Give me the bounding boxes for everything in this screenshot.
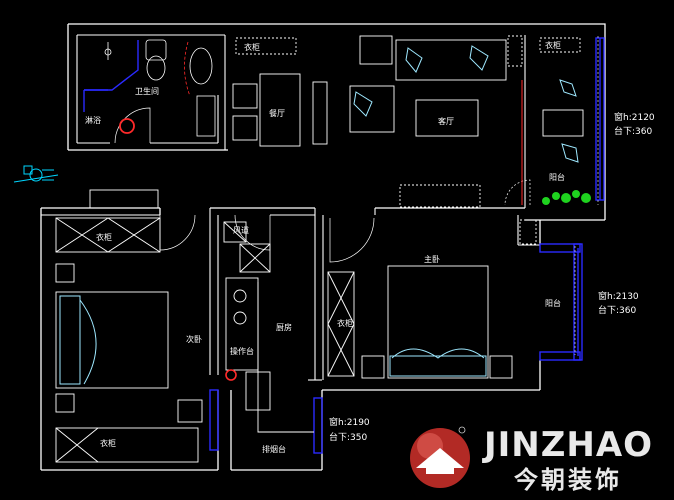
plants (542, 190, 591, 205)
label-bathroom: 卫生间 (135, 86, 159, 96)
balcony-dashes (574, 36, 599, 355)
sill-height-bottom: 台下:350 (329, 431, 367, 443)
interior-walls (41, 34, 540, 381)
label-second-bedroom: 次卧 (186, 334, 202, 344)
top-balcony-furniture (539, 37, 584, 137)
window-note-bottom: 窗h:2190 台下:350 (329, 416, 370, 443)
label-cabinet-top: 衣柜 (244, 42, 260, 52)
label-dining: 餐厅 (269, 109, 285, 118)
label-master-bedroom: 主卧 (424, 254, 440, 264)
master-bedroom-furniture (327, 219, 537, 379)
label-kitchen: 厨房 (276, 322, 292, 332)
label-second-wardrobe: 衣柜 (100, 438, 116, 448)
second-bedroom-furniture (55, 189, 203, 463)
window-note-top-right: 窗h:2120 台下:360 (614, 111, 655, 137)
sill-height-mid-right: 台下:360 (598, 304, 636, 316)
balcony-chairs (559, 79, 579, 163)
label-shower: 淋浴 (85, 115, 101, 125)
label-balcony-top: 阳台 (549, 172, 565, 182)
label-second-cabinet: 衣柜 (96, 232, 112, 242)
drain-marker (119, 118, 135, 134)
window-note-mid-right: 窗h:2130 台下:360 (598, 290, 639, 316)
bathroom-fixtures (84, 39, 216, 137)
label-master-wardrobe: 衣柜 (337, 318, 353, 328)
window-height-top-right: 窗h:2120 (614, 111, 655, 123)
label-balcony-right: 阳台 (545, 298, 561, 308)
label-flue: 风道 (233, 225, 249, 235)
brand-name-latin: JINZHAO (482, 425, 653, 465)
label-work-counter: 操作台 (230, 346, 254, 356)
exterior-walls (40, 23, 606, 471)
brand-logo-icon (410, 426, 470, 488)
living-furniture (349, 35, 523, 208)
second-bedroom-bedding (59, 295, 97, 385)
ac-unit-symbol (13, 165, 59, 183)
kitchen-red-marker (225, 369, 237, 381)
sill-height-top-right: 台下:360 (614, 125, 652, 137)
kitchen-furniture (223, 221, 314, 433)
label-living: 客厅 (438, 116, 454, 126)
window-height-bottom: 窗h:2190 (329, 416, 370, 428)
dining-furniture (232, 37, 328, 147)
window-height-mid-right: 窗h:2130 (598, 290, 639, 302)
brand-name-cjk: 今朝装饰 (514, 466, 622, 494)
sofa-cushions (353, 45, 489, 117)
label-cabinet-balcony: 衣柜 (545, 40, 561, 50)
label-drain-counter: 排烟台 (262, 444, 286, 454)
watermark: JINZHAO 今朝装饰 (410, 425, 653, 494)
master-bedding (389, 348, 487, 377)
